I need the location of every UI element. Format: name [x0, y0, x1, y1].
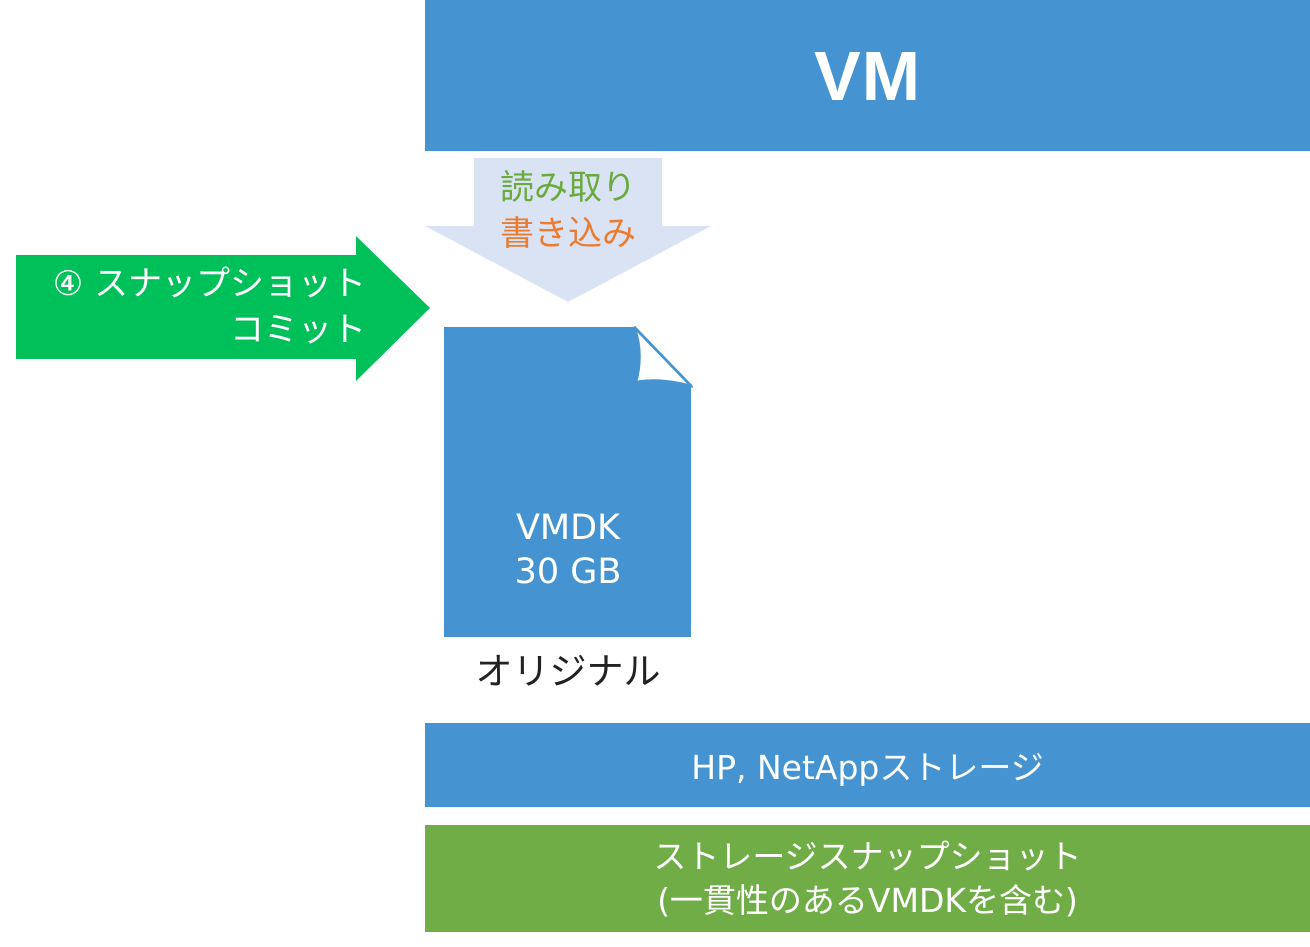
original-caption: オリジナル	[475, 650, 661, 693]
vm-block: VM	[425, 0, 1310, 151]
snapshot-label-line1: ストレージスナップショット	[653, 836, 1082, 876]
storage-block: HP, NetAppストレージ	[425, 723, 1310, 807]
vmdk-size: 30 GB	[514, 552, 622, 592]
commit-arrow-label-line1: ④ スナップショット	[52, 264, 366, 304]
storage-label: HP, NetAppストレージ	[691, 748, 1044, 787]
commit-arrow-label-line2: コミット	[230, 310, 366, 350]
read-label: 読み取り	[500, 168, 636, 208]
snapshot-label-line2: (一貫性のあるVMDKを含む)	[657, 880, 1078, 920]
storage-snapshot-block: ストレージスナップショット (一貫性のあるVMDKを含む)	[425, 825, 1310, 932]
snapshot-commit-arrow	[16, 236, 430, 381]
vm-title: VM	[814, 36, 921, 115]
vmdk-name: VMDK	[515, 508, 621, 548]
write-label: 書き込み	[500, 214, 636, 254]
read-write-arrow	[425, 158, 711, 302]
document-icon	[444, 326, 693, 637]
